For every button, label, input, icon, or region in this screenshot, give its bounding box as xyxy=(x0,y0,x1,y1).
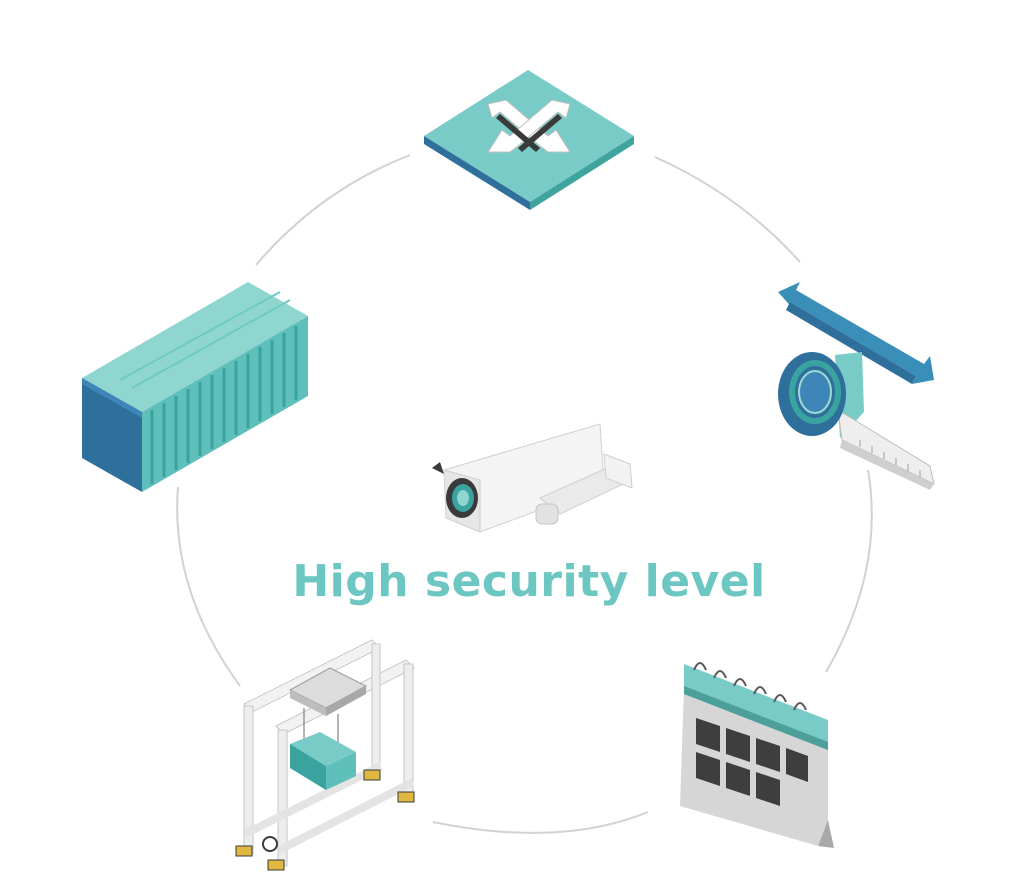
move-arrows-tile-icon xyxy=(424,70,634,210)
gantry-crane-icon xyxy=(235,639,415,871)
measure-tape-icon xyxy=(778,282,935,490)
shipping-container-icon xyxy=(82,282,308,492)
ring xyxy=(176,154,873,834)
calendar-icon xyxy=(680,662,834,848)
center-label: High security level xyxy=(292,556,766,607)
security-camera-icon xyxy=(432,423,633,533)
